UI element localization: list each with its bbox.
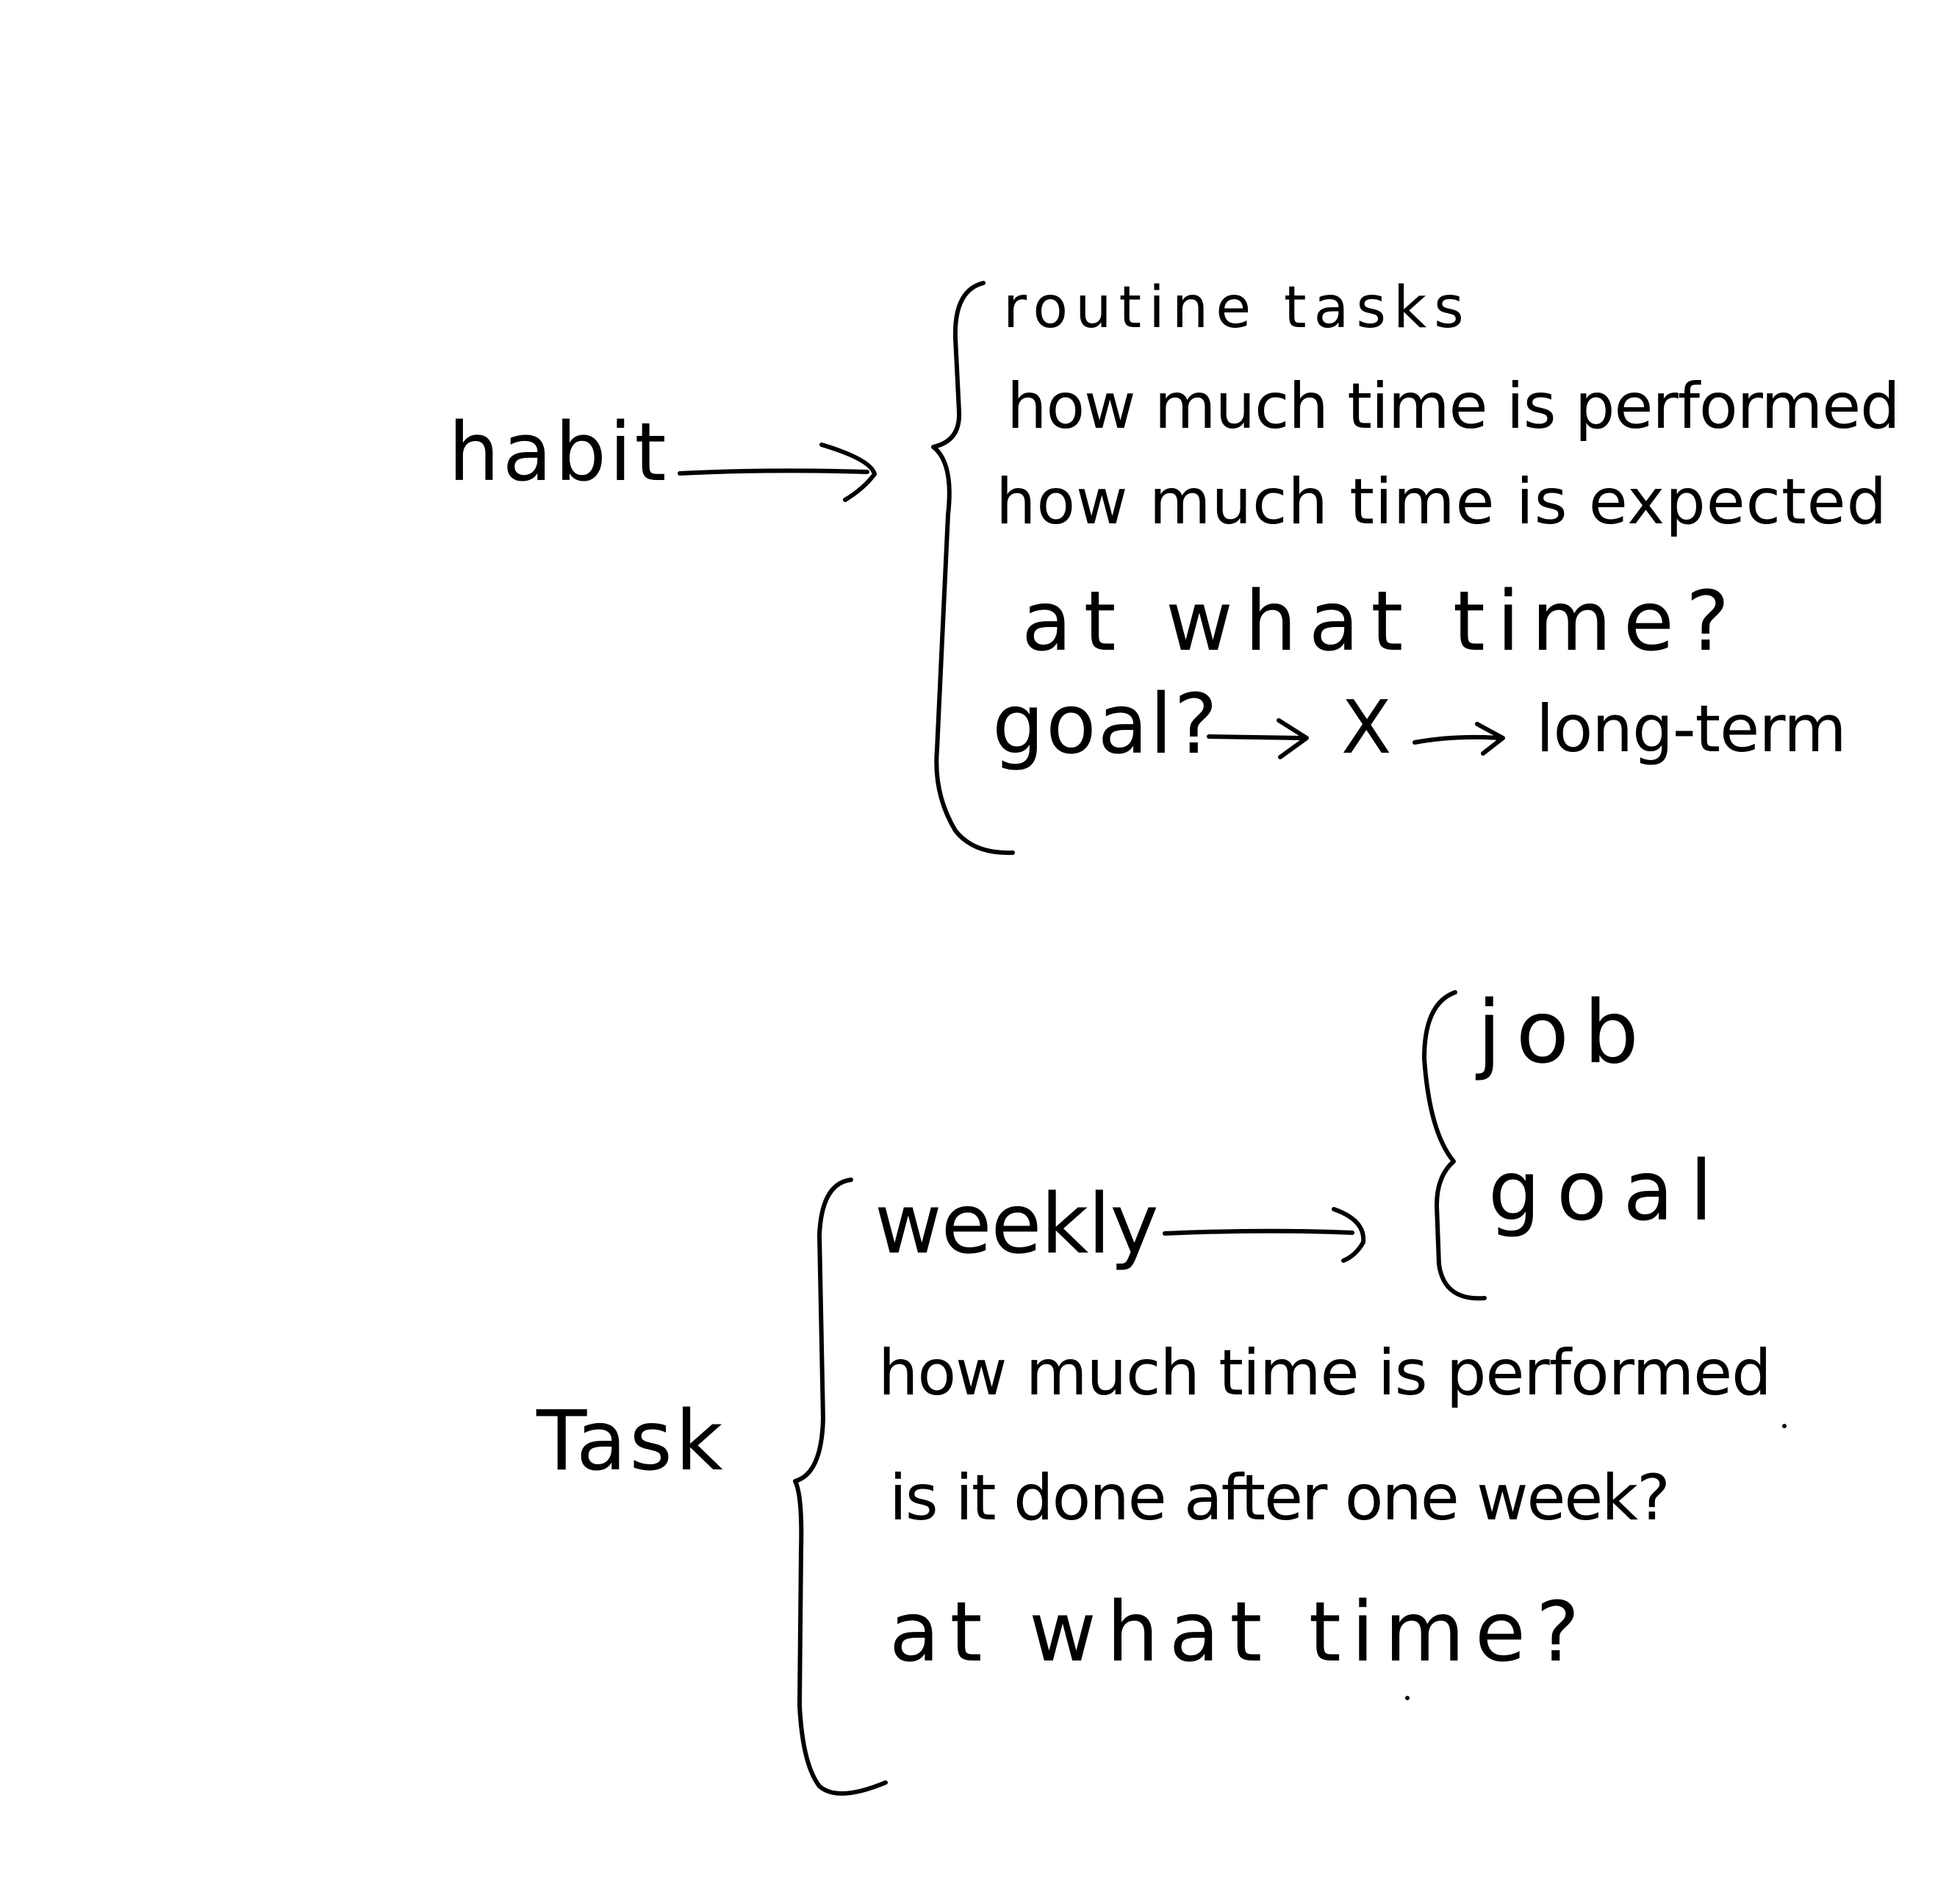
- habit-brace: [931, 281, 1015, 856]
- stray-mark: [1782, 1424, 1787, 1428]
- task-item-weekly: weekly: [875, 1177, 1159, 1272]
- habit-goal-long-term: long-term: [1536, 691, 1847, 767]
- goal-to-x-arrow: [1207, 718, 1309, 759]
- weekly-arrow: [1163, 1207, 1366, 1263]
- habit-item-routine-tasks: routine tasks: [1003, 275, 1471, 341]
- task-item-at-what-time: at what time?: [889, 1585, 1590, 1680]
- habit-item-time-expected: how much time is expected: [996, 465, 1888, 539]
- weekly-branch-brace: [1422, 990, 1487, 1301]
- habit-arrow: [678, 443, 877, 502]
- habit-goal-x: X: [1341, 684, 1395, 770]
- weekly-branch-goal: goal: [1488, 1144, 1729, 1239]
- task-brace: [793, 1178, 888, 1796]
- habit-label: habit: [448, 405, 670, 499]
- habit-item-at-what-time: at what time?: [1022, 574, 1742, 670]
- habit-item-goal: goal?: [992, 677, 1219, 773]
- task-item-done-after-week: is it done after one week?: [889, 1461, 1670, 1535]
- task-item-time-performed: how much time is performed: [878, 1336, 1772, 1410]
- x-to-longterm-arrow: [1412, 722, 1505, 756]
- stray-mark: [1405, 1696, 1410, 1700]
- habit-item-time-performed: how much time is performed: [1007, 370, 1900, 443]
- weekly-branch-job: job: [1477, 981, 1654, 1083]
- task-label: Task: [536, 1394, 726, 1489]
